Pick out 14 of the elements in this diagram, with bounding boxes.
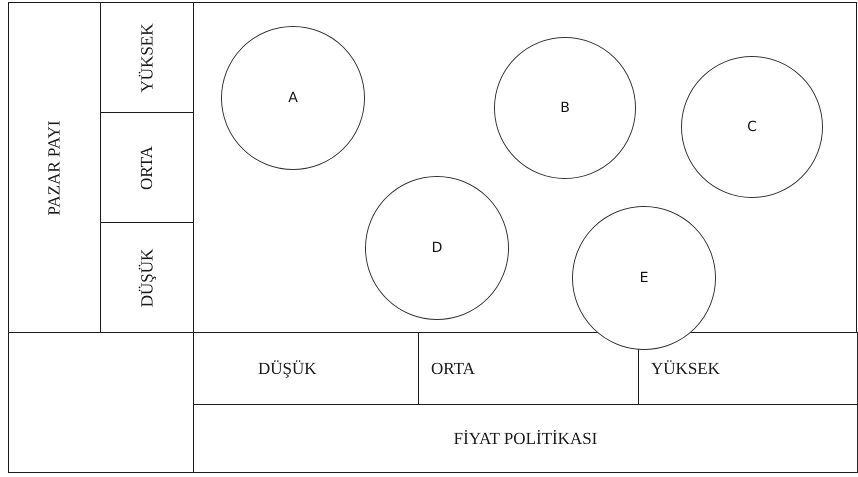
axis-label: ORTA — [137, 146, 157, 190]
column-header-cell — [193, 404, 858, 473]
axis-label: ORTA — [431, 358, 475, 378]
axis-label: DÜŞÜK — [137, 248, 157, 307]
axis-label: YÜKSEK — [651, 358, 720, 378]
bubble-label: B — [560, 100, 570, 116]
bubble-label: A — [288, 90, 298, 106]
axis-label: YÜKSEK — [137, 23, 157, 92]
axis-label: FİYAT POLİTİKASI — [454, 428, 598, 448]
bubble-label: E — [640, 270, 648, 286]
bubble-label: D — [432, 240, 442, 256]
bubble-label: C — [747, 119, 757, 135]
axis-label: PAZAR PAYI — [44, 120, 64, 215]
axis-label: DÜŞÜK — [258, 358, 317, 378]
